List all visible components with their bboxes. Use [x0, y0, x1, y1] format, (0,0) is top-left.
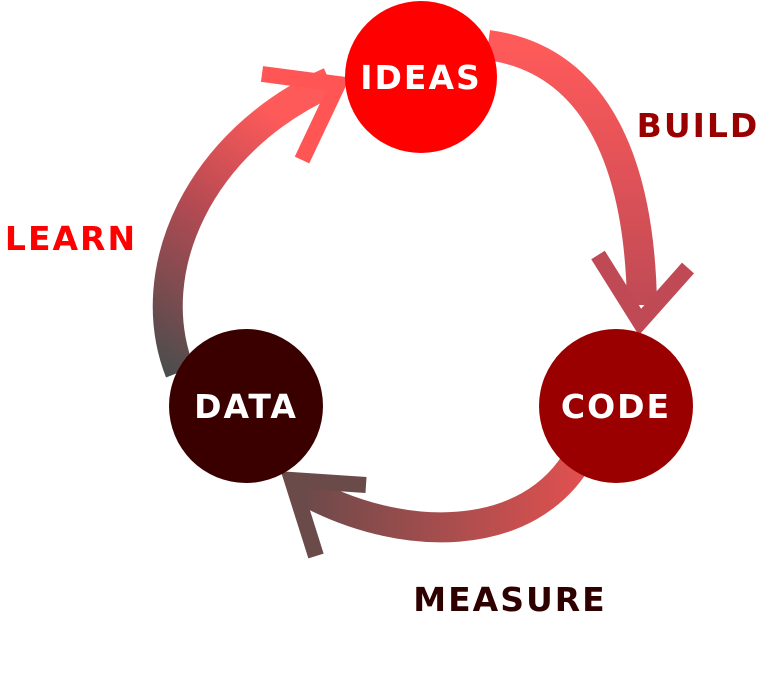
measure-arrow [280, 447, 594, 559]
learn-label: LEARN [5, 219, 137, 258]
code-circle [539, 329, 693, 483]
measure-label: MEASURE [413, 580, 606, 619]
build-arrow [485, 30, 694, 336]
code-label: CODE [561, 387, 671, 426]
ideas-label: IDEAS [360, 58, 482, 97]
data-label: DATA [194, 387, 298, 426]
ideas-node: IDEAS [345, 1, 497, 153]
data-node: DATA [169, 329, 323, 483]
code-node: CODE [539, 329, 693, 483]
data-circle [169, 329, 323, 483]
learn-arrow [152, 66, 350, 378]
ideas-circle [345, 1, 497, 153]
build-label: BUILD [637, 106, 760, 145]
